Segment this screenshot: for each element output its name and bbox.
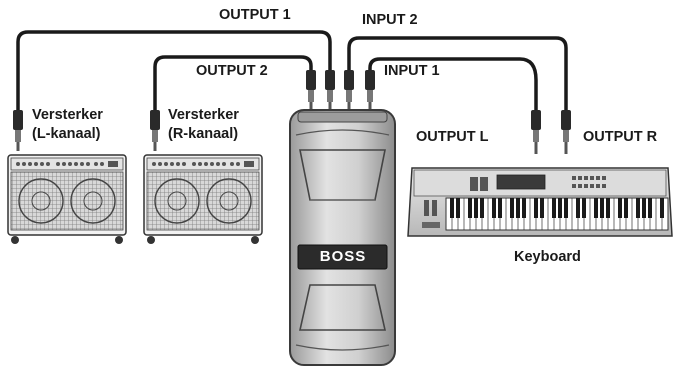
label-input-1: INPUT 1 (384, 63, 440, 79)
label-keyboard: Keyboard (514, 249, 581, 265)
plug-keyboard-output-l (531, 110, 541, 154)
plug-output2 (306, 70, 316, 111)
label-output-2: OUTPUT 2 (196, 63, 268, 79)
plug-input1 (365, 70, 375, 111)
cable-output1-to-amp-left (16, 30, 332, 114)
label-amp-left-line1: Versterker (32, 107, 103, 123)
plugs (13, 70, 571, 154)
label-amp-left-line2: (L-kanaal) (32, 126, 101, 142)
plug-amp-left (13, 110, 23, 151)
plug-amp-right (150, 110, 160, 151)
label-output-1: OUTPUT 1 (219, 7, 291, 23)
label-output-r: OUTPUT R (583, 129, 658, 145)
cables (16, 30, 568, 114)
cable-input1-from-output-l (368, 57, 538, 114)
amplifier-left (7, 154, 127, 244)
label-amp-right-line1: Versterker (168, 107, 239, 123)
cable-output2-to-amp-right (153, 55, 313, 114)
cable-input2-from-output-r (347, 36, 568, 114)
boss-pedal (289, 109, 396, 366)
boss-logo: BOSS (319, 248, 367, 265)
label-input-2: INPUT 2 (362, 12, 418, 28)
keyboard-synth (407, 167, 673, 237)
plug-keyboard-output-r (561, 110, 571, 154)
plug-output1 (325, 70, 335, 111)
label-output-l: OUTPUT L (416, 129, 489, 145)
label-amp-right-line2: (R-kanaal) (168, 126, 239, 142)
amplifier-right (143, 154, 263, 244)
plug-input2 (344, 70, 354, 111)
